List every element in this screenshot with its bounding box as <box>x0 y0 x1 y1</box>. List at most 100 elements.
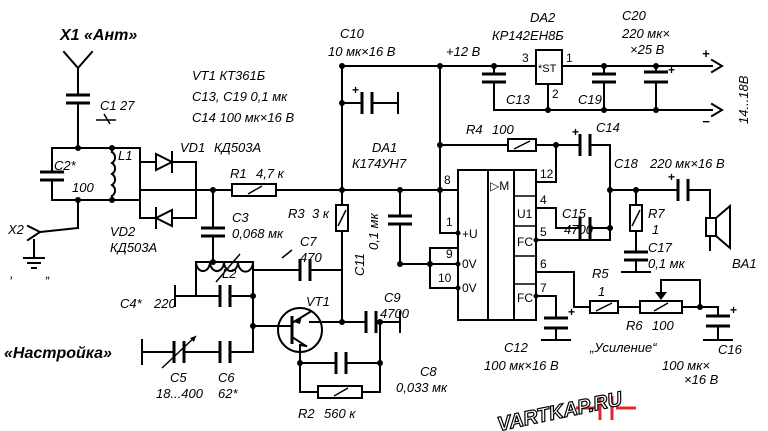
c6-value: 62* <box>218 386 238 401</box>
ground-quote-open: , <box>10 266 14 281</box>
da2-value: КР142ЕН8Б <box>492 28 564 43</box>
c15-value: 4700 <box>564 222 594 237</box>
c12-value: 100 мк×16 В <box>484 358 559 373</box>
resistor-r3 <box>335 204 349 232</box>
c11-value: 0,1 мк <box>366 212 381 250</box>
pin-fc-2: FC <box>517 291 533 305</box>
pin-12: 12 <box>540 167 554 181</box>
r4-value: 100 <box>492 122 514 137</box>
capacitor-c18: + <box>668 170 690 201</box>
c6-name: C6 <box>218 370 235 385</box>
pin-7: 7 <box>540 281 547 295</box>
c16-value2: ×16 В <box>684 372 719 387</box>
svg-text:+: + <box>668 170 675 184</box>
pin-10: 10 <box>438 271 452 285</box>
pin-6: 6 <box>540 257 547 271</box>
c11-name: C11 <box>352 253 367 276</box>
c16-value: 100 мк× <box>662 358 710 373</box>
transistor-vt1 <box>277 307 323 353</box>
resistor-r5 <box>589 300 619 314</box>
resistor-r1 <box>231 183 277 197</box>
note-c14: C14 100 мк×16 В <box>192 110 294 125</box>
c17-name: C17 <box>648 240 673 255</box>
regulator-da2 <box>535 49 563 85</box>
r6-name: R6 <box>626 318 643 333</box>
l2-name: L2 <box>222 266 237 281</box>
c4-name: C4* <box>120 296 143 311</box>
ic-da1 <box>455 169 539 321</box>
r5-value: 1 <box>598 284 605 299</box>
capacitor-c2 <box>40 170 64 182</box>
capacitor-c19 <box>592 72 616 84</box>
antenna-name: X1 <box>59 27 80 44</box>
resistor-r4 <box>507 138 537 152</box>
pin-u1: U1 <box>517 207 533 221</box>
da1-value: К174УН7 <box>352 156 407 171</box>
c7-name: C7 <box>300 234 317 249</box>
c1-name: C1 <box>100 98 117 113</box>
pin-4: 4 <box>540 193 547 207</box>
speaker-ba1 <box>705 203 731 251</box>
capacitor-c8 <box>334 352 348 374</box>
vd1-value: КД503А <box>214 140 261 155</box>
c3-name: C3 <box>232 210 249 225</box>
supply-label: +12 В <box>446 44 481 59</box>
c15-name: C15 <box>562 206 587 221</box>
c9-value: 4700 <box>380 306 410 321</box>
vd1-name: VD1 <box>180 140 205 155</box>
output-terminals <box>699 58 724 118</box>
c18-value: 220 мк×16 В <box>649 156 725 171</box>
regulator-pin-1: 1 <box>566 51 573 65</box>
regulator-pin-3: 3 <box>522 51 529 65</box>
c2-value: 100 <box>72 180 94 195</box>
svg-text:+: + <box>352 83 359 97</box>
diode-vd2 <box>153 207 173 229</box>
watermark-text: VARTKAP.RU <box>496 388 625 431</box>
ba1-name: BA1 <box>732 256 757 271</box>
c13-name: C13 <box>506 92 531 107</box>
inductor-l2 <box>194 253 255 283</box>
vd2-value: КД503А <box>110 240 157 255</box>
pin-plus-u: +U <box>462 227 478 241</box>
tuning-label: «Настройка» <box>4 345 112 362</box>
pin-8: 8 <box>444 173 451 187</box>
ground-input-x2 <box>23 224 80 269</box>
capacitor-c3 <box>201 226 225 238</box>
pin-1: 1 <box>446 215 453 229</box>
c10-value: 10 мк×16 В <box>328 44 396 59</box>
c20-value: 220 мк× <box>621 26 670 41</box>
capacitor-c1 <box>66 93 116 125</box>
r2-value: 560 к <box>324 406 356 421</box>
c8-value: 0,033 мк <box>396 380 448 395</box>
capacitor-c4 <box>218 285 232 307</box>
ground-quote-close: „ <box>45 266 50 281</box>
r3-value: 3 к <box>312 206 330 221</box>
svg-text:+: + <box>730 303 737 317</box>
regulator-pin-2: 2 <box>552 87 559 101</box>
capacitor-c15 <box>578 217 592 239</box>
inductor-l1 <box>110 150 116 198</box>
pin-5: 5 <box>540 225 547 239</box>
capacitor-c10: + <box>352 83 374 114</box>
svg-text:+: + <box>668 63 675 77</box>
pin-9: 9 <box>446 247 453 261</box>
pin-0v-2: 0V <box>462 281 477 295</box>
pin-0v-1: 0V <box>462 257 477 271</box>
svg-text:+: + <box>568 305 575 319</box>
c5-name: C5 <box>170 370 187 385</box>
output-range: 14...18В <box>736 75 751 124</box>
pin-dm: ▷M <box>490 179 509 193</box>
resistor-r7 <box>629 204 643 232</box>
c20-name: C20 <box>622 8 647 23</box>
r6-value: 100 <box>652 318 674 333</box>
c4-value: 220 <box>153 296 176 311</box>
output-plus: + <box>702 46 710 61</box>
c10-name: C10 <box>340 26 365 41</box>
diode-vd1 <box>155 151 175 173</box>
watermark-capacitor-icon <box>576 396 636 420</box>
capacitor-c5 <box>161 335 197 369</box>
c8-name: C8 <box>420 364 437 379</box>
r2-name: R2 <box>298 406 315 421</box>
